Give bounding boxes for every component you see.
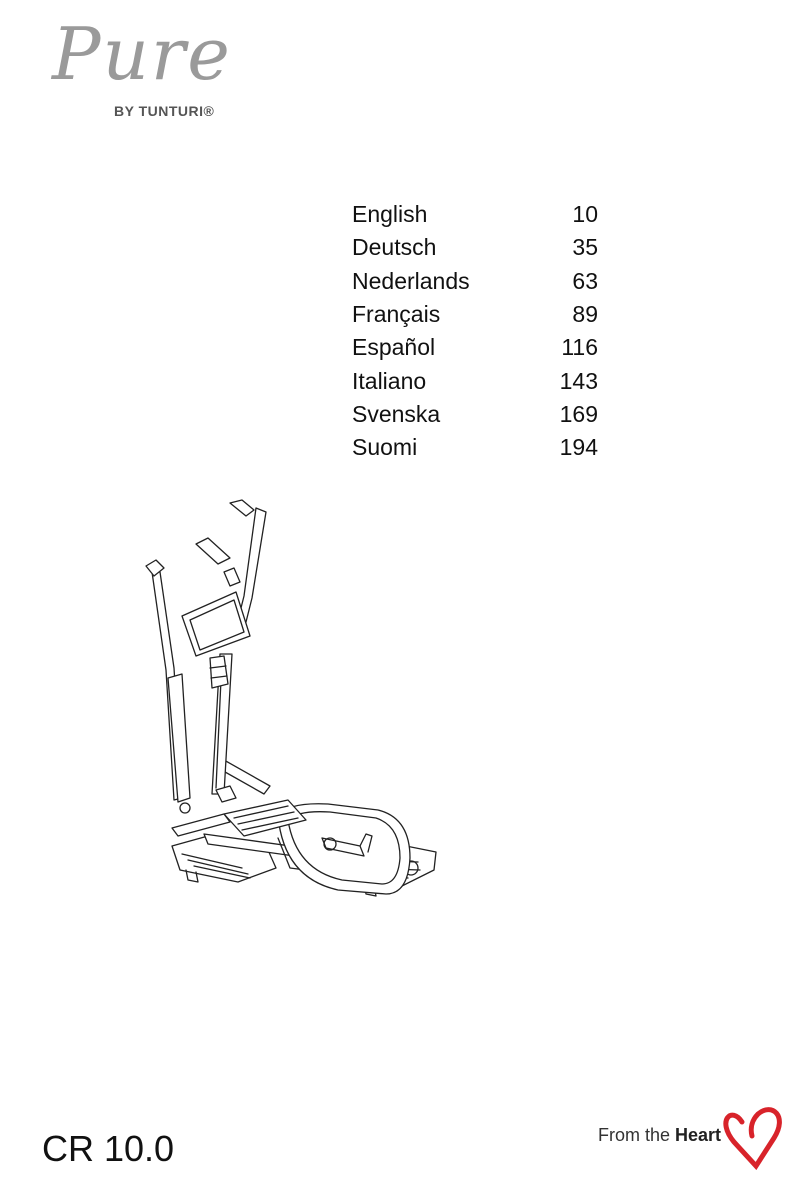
toc-page: 143: [559, 367, 598, 394]
toc-row: Svenska 169: [352, 398, 598, 431]
tagline: From the Heart: [598, 1125, 721, 1146]
toc-row: Español 116: [352, 331, 598, 364]
brand-logo: Pure BY TUNTURI®: [52, 18, 242, 128]
toc-page: 10: [572, 201, 598, 228]
toc-row: English 10: [352, 198, 598, 231]
toc-language: English: [352, 201, 428, 228]
toc-page: 89: [572, 301, 598, 328]
toc-page: 116: [561, 334, 598, 361]
heart-icon: [723, 1107, 782, 1170]
toc-language: Español: [352, 334, 436, 361]
toc-page: 35: [572, 234, 598, 261]
tagline-emphasis: Heart: [675, 1125, 722, 1145]
toc-row: Nederlands 63: [352, 265, 598, 298]
toc-row: Français 89: [352, 298, 598, 331]
model-number: CR 10.0: [42, 1128, 175, 1169]
brand-sub: BY TUNTURI®: [114, 103, 215, 119]
toc-language: Italiano: [352, 367, 427, 394]
toc-language: Français: [352, 301, 441, 328]
toc-row: Italiano 143: [352, 364, 598, 397]
tagline-prefix: From the: [598, 1125, 676, 1145]
toc-row: Deutsch 35: [352, 231, 598, 264]
toc-language: Svenska: [352, 400, 441, 427]
toc-page: 194: [559, 434, 598, 461]
toc-page: 169: [559, 400, 598, 427]
toc-row: Suomi 194: [352, 431, 598, 464]
toc-language: Nederlands: [352, 267, 470, 294]
toc-language: Suomi: [352, 434, 418, 461]
toc-page: 63: [572, 267, 598, 294]
toc-language: Deutsch: [352, 234, 437, 261]
elliptical-trainer-illustration: [145, 499, 437, 897]
brand-name: Pure: [52, 12, 232, 96]
language-index: English 10 Deutsch 35 Nederlands 63 Françai…: [352, 198, 598, 464]
